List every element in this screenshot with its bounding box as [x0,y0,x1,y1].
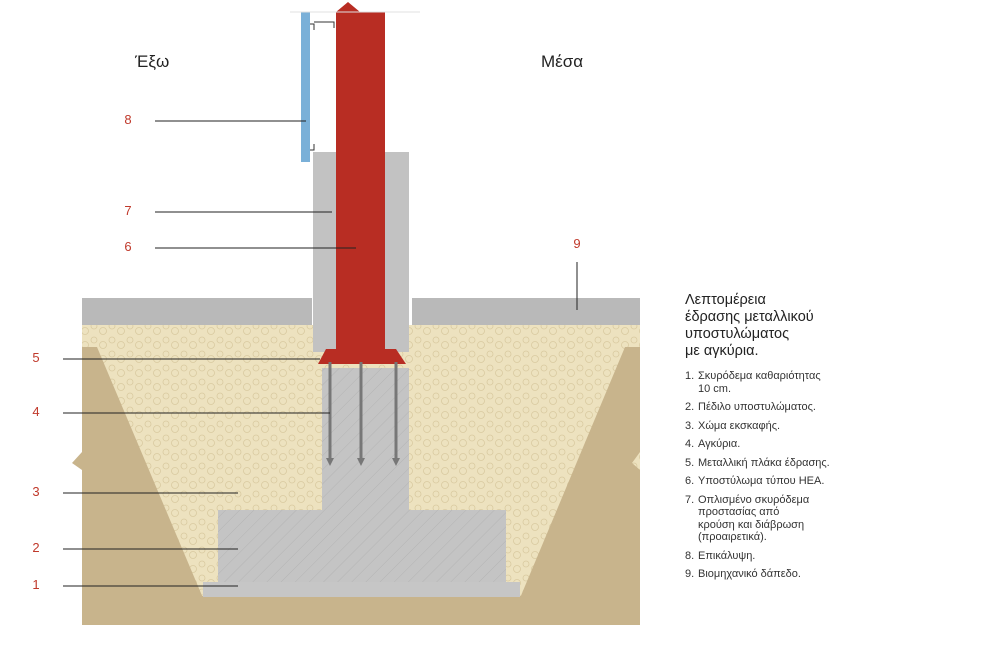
native-soil-right [520,347,640,625]
legend-list: 1.Σκυρόδεμα καθαριότητας 10 cm. 2.Πέδιλο… [685,370,895,581]
cladding-panel [301,12,310,162]
hea-column [336,2,385,352]
callout-number-9: 9 [573,236,581,251]
legend-item: 2.Πέδιλο υποστυλώματος. [685,401,816,413]
legend-item: 9.Βιομηχανικό δάπεδο. [685,568,801,580]
callout-lines [63,120,578,587]
legend-title: Λεπτομέρεια έδρασης μεταλλικού υποστυλώμ… [685,292,814,359]
legend-item: 8.Επικάλυψη. [685,549,756,562]
native-soil-bottom [82,596,640,625]
legend-item: 1.Σκυρόδεμα καθαριότητας 10 cm. [685,370,821,395]
inside-label: Μέσα [541,52,584,71]
legend: Λεπτομέρεια έδρασης μεταλλικού υποστυλώμ… [685,292,895,587]
legend-item: 4.Αγκύρια. [685,438,741,450]
callout-number-8: 8 [124,112,132,127]
outside-label: Έξω [135,52,170,71]
callout-number-7: 7 [124,203,132,218]
callout-number-4: 4 [32,404,40,419]
base-plate [318,349,406,364]
callout-number-2: 2 [32,540,40,555]
legend-item: 7.Οπλισμένο σκυρόδεμα προστασίας από κρο… [685,493,810,544]
callout-number-1: 1 [32,577,40,592]
callout-number-5: 5 [32,350,40,365]
legend-item: 6.Υποστύλωμα τύπου HEA. [685,475,825,487]
industrial-floor-left [82,298,312,325]
callout-number-6: 6 [124,239,132,254]
anchor-bolts [328,362,398,462]
column-footing [218,510,506,582]
industrial-floor-right [412,298,640,325]
legend-item: 3.Χώμα εκσκαφής. [685,419,781,432]
lean-concrete [203,582,520,597]
legend-item: 5.Μεταλλική πλάκα έδρασης. [685,456,830,469]
callout-number-3: 3 [32,484,40,499]
native-soil-left [72,347,203,625]
